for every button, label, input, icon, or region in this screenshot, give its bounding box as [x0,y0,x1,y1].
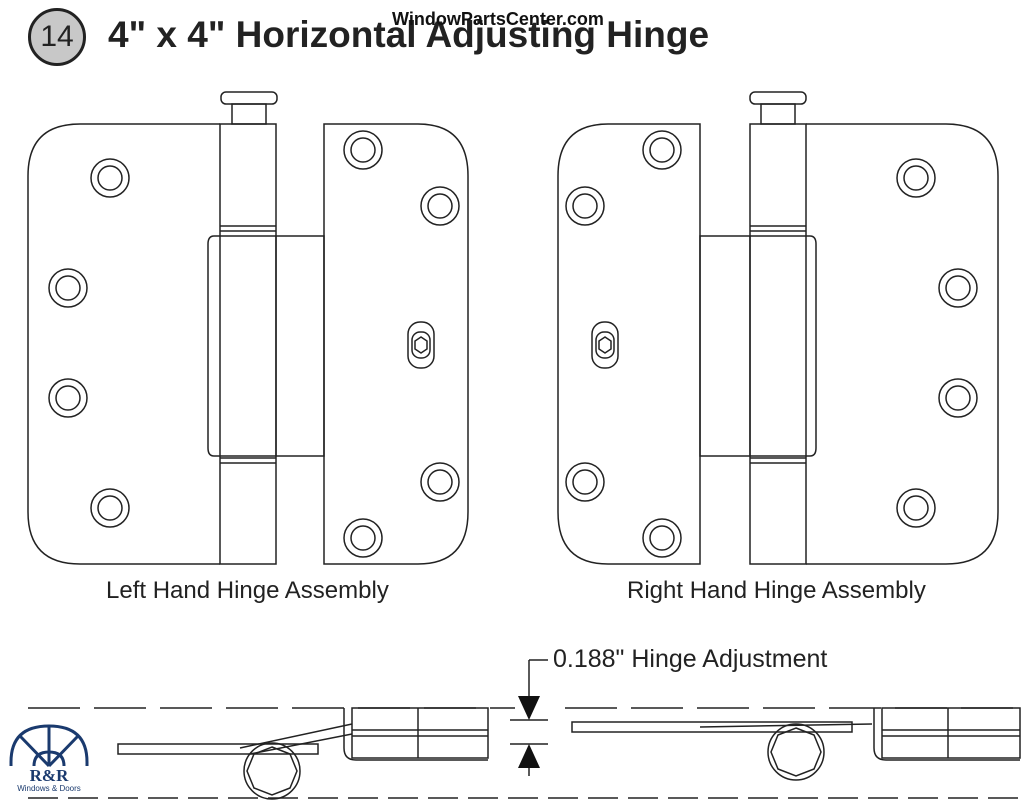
logo-main-text: R&R [29,766,69,785]
left-hand-hinge [27,91,469,565]
right-hinge-right-leaf [806,123,999,565]
company-logo: R&R Windows & Doors [8,722,90,796]
watermark-text: WindowPartsCenter.com [392,9,604,29]
page-title: 4" x 4" Horizontal Adjusting Hinge [108,14,710,55]
left-hinge-right-leaf [323,123,469,565]
right-hinge-caption: Right Hand Hinge Assembly [627,577,926,604]
left-hinge-adjustment-slot [407,321,435,369]
adjustment-side-view [28,659,1021,800]
logo-sub-text: Windows & Doors [17,784,81,793]
left-hinge-knuckle [219,123,277,565]
left-hinge-caption: Left Hand Hinge Assembly [106,577,389,604]
right-hinge-pin-stem [760,103,796,125]
left-hinge-pin-cap [220,91,278,105]
left-hinge-screw-holes [48,130,460,558]
adjustment-label: 0.188" Hinge Adjustment [553,645,828,673]
step-number-badge: 14 [28,8,86,66]
arched-window-icon [9,724,89,768]
dimension-arrow-down [518,696,540,720]
left-hinge-left-leaf [27,123,220,565]
right-hand-hinge [557,91,999,565]
right-hinge-left-leaf [557,123,701,565]
side-view-knuckle-left [243,742,301,800]
right-hinge-screw-holes [565,130,978,558]
right-hinge-knuckle [749,123,807,565]
right-hinge-pin-cap [749,91,807,105]
side-view-knuckle-right [767,723,825,781]
dimension-arrows [518,696,540,768]
dimension-arrow-up [518,744,540,768]
left-hinge-pin-stem [231,103,267,125]
right-hinge-adjustment-slot [591,321,619,369]
